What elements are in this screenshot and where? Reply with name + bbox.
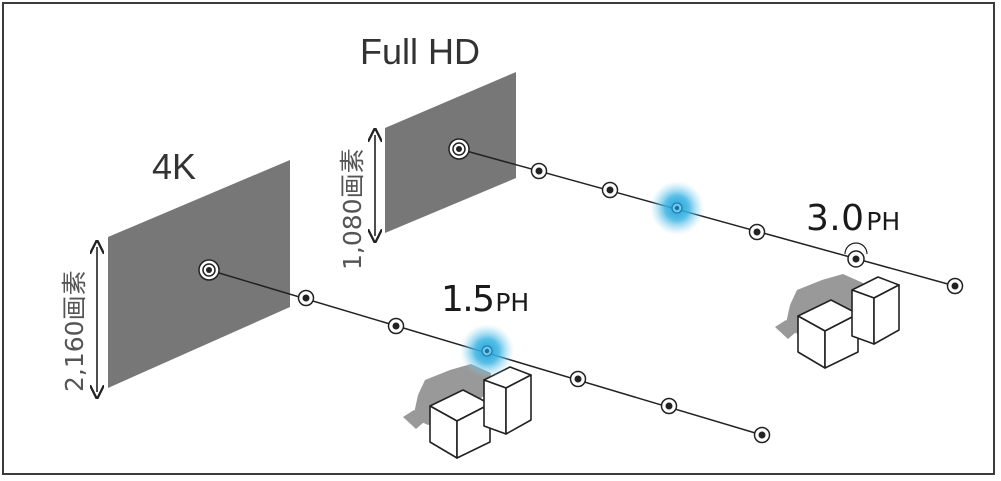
4k-optimal-distance-glow [460, 324, 514, 378]
fullhd-armchair-icon [775, 274, 900, 369]
fullhd-title: Full HD [360, 31, 480, 72]
4k-distance-marker [297, 289, 315, 307]
4k-distance-label: 1.5PH [441, 279, 529, 320]
fullhd-optimal-distance-glow [650, 181, 704, 235]
4k-distance-marker [753, 426, 771, 444]
fullhd-viewer-eye-marker [844, 242, 868, 268]
fullhd-distance-marker [946, 277, 964, 295]
4k-screen-center-marker [198, 259, 220, 281]
fullhd-distance-marker [601, 181, 619, 199]
fullhd-pixels-label: 1,080画素 [338, 148, 367, 270]
4k-distance-marker [660, 397, 678, 415]
4k-screen [108, 160, 290, 388]
fullhd-screen-center-marker [448, 138, 470, 160]
4k-distance-marker [387, 317, 405, 335]
4k-distance-marker [569, 370, 587, 388]
diagram-frame [2, 2, 995, 475]
4k-title: 4K [152, 146, 196, 187]
4k-armchair-icon [403, 364, 532, 459]
fullhd-distance-marker [748, 223, 766, 241]
fullhd-distance-marker [530, 162, 548, 180]
4k-pixels-label: 2,160画素 [60, 270, 89, 392]
fullhd-distance-label: 3.0PH [806, 198, 900, 239]
